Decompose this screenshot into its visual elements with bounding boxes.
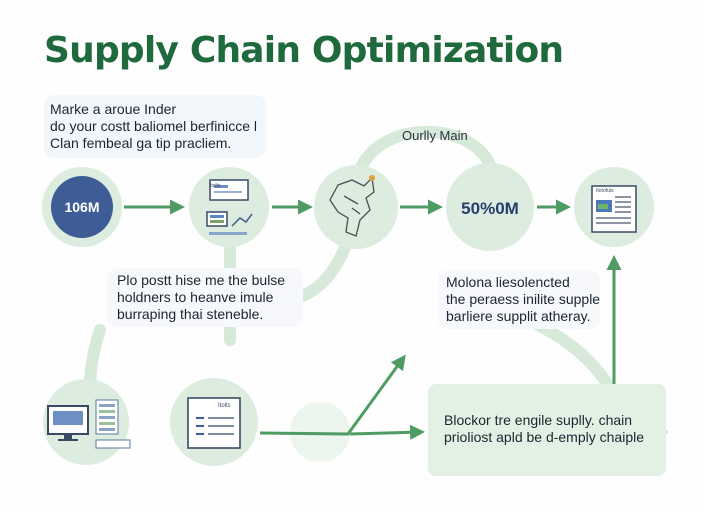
note-middle-line: Plo postt hise me the bulse [117, 272, 286, 288]
map-icon [329, 175, 375, 237]
node-5[interactable] [574, 167, 654, 247]
node-1-value: 106M [64, 199, 100, 215]
note-bottom-line: prioliost apld be d-emply chaiple [444, 429, 644, 445]
note-middle-line: burraping thai steneble. [117, 306, 264, 322]
report-heading: Itotofuls [596, 188, 614, 194]
node-2[interactable] [189, 167, 269, 247]
page-title: Supply Chain Optimization [44, 30, 564, 71]
note-bottom: Blockor tre engile suplly. chain priolio… [428, 384, 666, 476]
note-bottom-line: Blockor tre engile suplly. chain [444, 412, 633, 428]
note-middle: Plo postt hise me the bulse holdners to … [107, 268, 303, 327]
node-4-value: 50%0M [461, 199, 519, 218]
note-right-line: the peraess inilite supple [446, 291, 601, 307]
note-middle-line: holdners to heanve imule [117, 289, 274, 305]
arrow-7-bottom [349, 424, 425, 440]
node-4[interactable] [446, 163, 534, 251]
dashboard-heading: Itolts [210, 183, 221, 189]
quarterly-label: Ourlly Main [402, 128, 468, 143]
flow-arrows [124, 199, 622, 440]
report-icon [591, 185, 637, 233]
document-heading: Itolts [218, 403, 231, 409]
node-6[interactable] [43, 379, 131, 465]
document-icon [187, 397, 241, 449]
node-3[interactable] [314, 165, 398, 249]
note-top-line: Marke a aroue Inder [50, 101, 177, 117]
note-right: Molona liesolencted the peraess inilite … [438, 270, 600, 329]
arrow-7-rise [259, 354, 406, 436]
faint-node [290, 402, 350, 462]
dashboard-icon [206, 179, 253, 235]
node-7[interactable] [170, 378, 258, 466]
note-top-line: do your costt baliomel berfinicce l [50, 118, 257, 134]
note-right-line: Molona liesolencted [446, 274, 570, 290]
node-1[interactable] [42, 167, 122, 247]
computer-icon [47, 399, 131, 449]
note-top: Marke a aroue Inder do your costt baliom… [44, 95, 266, 158]
note-top-line: Clan fembeal ga tip pracliem. [50, 135, 232, 151]
note-right-line: barliere supplit atheray. [446, 308, 591, 324]
